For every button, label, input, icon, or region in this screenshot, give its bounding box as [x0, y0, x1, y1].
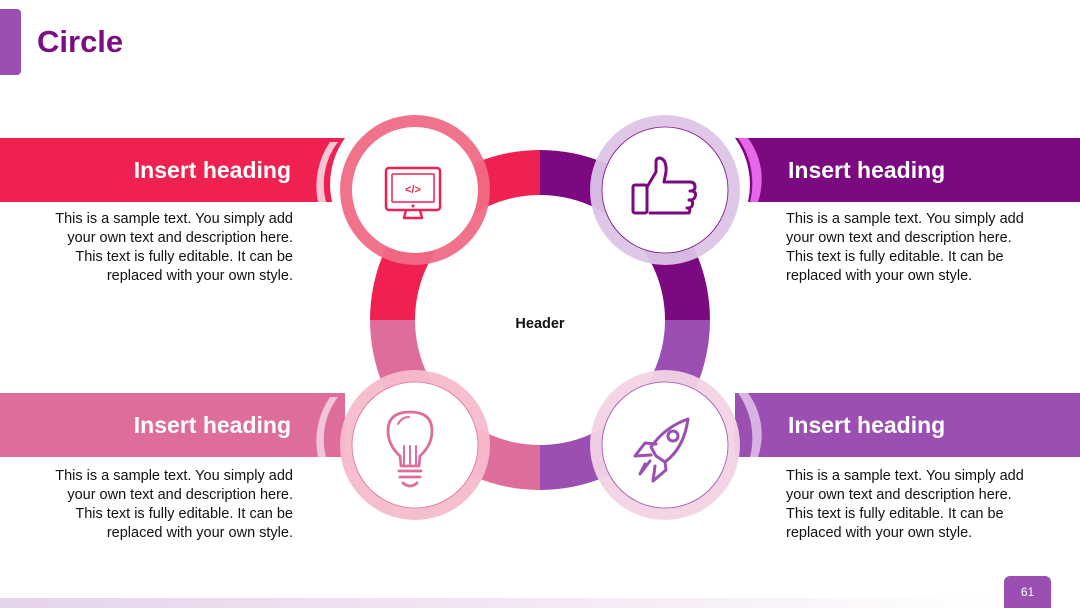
desc-line: your own text and description here.: [67, 230, 293, 246]
desc-line: This is a sample text. You simply add: [55, 211, 293, 227]
rocket-icon: [633, 417, 690, 483]
ring-segment-red: [370, 150, 540, 320]
desc-line: This text is fully editable. It can be: [786, 249, 1004, 265]
description-bottom-right: This is a sample text. You simply add yo…: [786, 467, 1080, 543]
thumbs-up-icon: [631, 156, 698, 215]
lightbulb-icon: [386, 410, 434, 488]
ring-segment-violet: [540, 320, 710, 490]
node-top-right: [590, 115, 740, 265]
slide-title: Circle: [37, 24, 124, 59]
heading-band-bottom-right: Insert heading: [735, 393, 1080, 457]
description-top-right: This is a sample text. You simply add yo…: [786, 210, 1080, 286]
footer-gradient-bar: [0, 598, 1000, 608]
desc-line: This is a sample text. You simply add: [786, 211, 1024, 227]
desc-line: your own text and description here.: [67, 487, 293, 503]
ring-segment-pink: [370, 320, 540, 490]
description-top-left: This is a sample text. You simply add yo…: [0, 210, 293, 286]
desc-line: replaced with your own style.: [786, 268, 973, 284]
desc-line: your own text and description here.: [786, 487, 1012, 503]
node-top-left: [340, 115, 490, 265]
desc-line: This is a sample text. You simply add: [55, 468, 293, 484]
heading-band-top-right: Insert heading: [735, 138, 1080, 202]
desc-line: This text is fully editable. It can be: [786, 506, 1004, 522]
desc-line: replaced with your own style.: [106, 525, 293, 541]
desc-line: your own text and description here.: [786, 230, 1012, 246]
heading-band-top-left: Insert heading: [0, 138, 345, 202]
desc-line: This text is fully editable. It can be: [75, 249, 293, 265]
title-accent-bar: [0, 9, 21, 75]
code-monitor-icon: </>: [384, 166, 442, 220]
center-header-label: Header: [515, 316, 565, 332]
heading-band-bottom-left: Insert heading: [0, 393, 345, 457]
ring-segments: [370, 150, 710, 490]
page-number-badge: 61: [1004, 576, 1051, 608]
ring-segment-purple: [540, 150, 710, 320]
desc-line: replaced with your own style.: [106, 268, 293, 284]
node-bottom-left: [340, 370, 490, 520]
svg-text:</>: </>: [405, 184, 421, 196]
desc-line: This is a sample text. You simply add: [786, 468, 1024, 484]
desc-line: replaced with your own style.: [786, 525, 973, 541]
node-bottom-right: [590, 370, 740, 520]
desc-line: This text is fully editable. It can be: [75, 506, 293, 522]
description-bottom-left: This is a sample text. You simply add yo…: [0, 467, 293, 543]
